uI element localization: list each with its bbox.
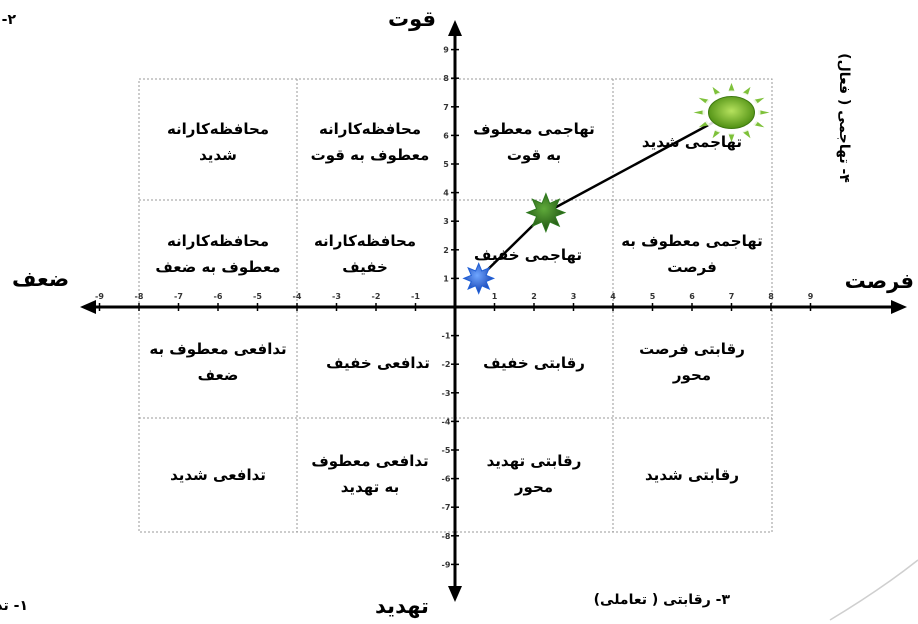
- y-tick-label: -9: [442, 560, 451, 569]
- y-tick-label: -8: [442, 532, 451, 541]
- tick-labels: -9 -8 -7 -6 -5 -4 -3 -2 -1 1 2 3 4 5 6 7 8 9 9 8 7 6 5 4 3 2 1 -1 -2…: [95, 46, 814, 570]
- cell-r1c1-line2: شدید: [199, 146, 237, 164]
- x-tick-label: -2: [372, 292, 381, 301]
- cell-r3c4-line1: رقابتی فرصت: [639, 340, 745, 358]
- cell-r4c1-line1: تدافعی شدید: [170, 466, 266, 484]
- cell-r4c3-line1: رقابتی تهدید: [487, 452, 582, 470]
- sun-ray: [758, 109, 770, 116]
- cell-r4c4-line1: رقابتی شدید: [645, 466, 739, 484]
- y-tick-label: 5: [443, 160, 449, 169]
- cell-r3c2-line1: تدافعی خفیف: [326, 354, 430, 372]
- corner-label-top-right: ۴- تهاجمی ( فعال): [836, 53, 852, 183]
- x-tick-label: 9: [808, 292, 814, 301]
- corner-label-top-left: ۲- محافظه کارانه (غیر فعال ): [0, 12, 16, 28]
- cell-r3c1-line2: ضعف: [198, 366, 239, 384]
- y-tick-label: 9: [443, 46, 449, 55]
- arrow-left-icon: [80, 300, 96, 314]
- cell-labels: محافظه‌کارانه شدید محافظه‌کارانه معطوف ب…: [149, 120, 762, 496]
- corner-label-bottom-right: ۳- رقابتی ( تعاملی): [594, 592, 731, 608]
- x-tick-label: -9: [95, 292, 104, 301]
- axis-label-bottom: تهدید: [375, 594, 429, 618]
- cell-r1c4-line1: تهاجمی شدید: [642, 133, 742, 151]
- y-tick-label: -3: [442, 389, 451, 398]
- cell-r1c3-line1: تهاجمی معطوف: [473, 120, 595, 138]
- y-tick-label: 8: [443, 74, 449, 83]
- axes: [92, 32, 895, 590]
- x-tick-label: 5: [650, 292, 656, 301]
- y-tick-label: 7: [443, 103, 449, 112]
- y-tick-label: -5: [442, 446, 451, 455]
- sun-ray: [728, 133, 735, 143]
- cell-r1c3-line2: به قوت: [507, 146, 561, 164]
- x-tick-label: 4: [610, 292, 616, 301]
- x-tick-label: 7: [729, 292, 735, 301]
- cell-r3c3-line1: رقابتی خفیف: [483, 354, 585, 372]
- x-tick-label: -5: [253, 292, 262, 301]
- cell-r2c1-line2: معطوف به ضعف: [155, 258, 280, 276]
- y-tick-label: -7: [442, 503, 451, 512]
- x-tick-label: -4: [293, 292, 302, 301]
- x-tick-label: -1: [411, 292, 420, 301]
- y-tick-label: 3: [443, 217, 449, 226]
- y-tick-label: 1: [443, 274, 449, 283]
- sun-marker-icon: [693, 82, 770, 143]
- cell-r3c4-line2: محور: [672, 366, 711, 384]
- y-tick-label: 6: [443, 131, 449, 140]
- arrow-right-icon: [891, 300, 907, 314]
- corner-label-bottom-left: ۱- تدافعی ( انفعالی): [0, 598, 28, 614]
- axis-label-right: فرصت: [845, 269, 914, 293]
- arrow-up-icon: [448, 20, 462, 36]
- x-tick-label: -6: [214, 292, 223, 301]
- y-tick-label: -6: [442, 475, 451, 484]
- sun-ray: [693, 109, 705, 116]
- markers: [462, 82, 770, 295]
- y-tick-label: 4: [443, 189, 449, 198]
- y-tick-label: -2: [442, 360, 451, 369]
- axis-label-top: قوت: [388, 7, 436, 31]
- x-tick-label: 3: [571, 292, 577, 301]
- x-tick-label: 1: [492, 292, 498, 301]
- x-tick-label: -3: [332, 292, 341, 301]
- y-tick-label: 2: [443, 246, 449, 255]
- y-tick-label: -4: [442, 417, 451, 426]
- x-tick-label: -7: [174, 292, 183, 301]
- page-corner-curl: [829, 559, 918, 621]
- axis-label-left: ضعف: [12, 267, 69, 291]
- cell-r4c2-line1: تدافعی معطوف: [311, 452, 428, 470]
- x-tick-label: 2: [531, 292, 537, 301]
- sun-body: [708, 96, 755, 130]
- cell-r2c2-line2: خفیف: [342, 258, 388, 276]
- x-tick-label: 8: [768, 292, 774, 301]
- x-tick-label: -8: [135, 292, 144, 301]
- cell-r1c2-line1: محافظه‌کارانه: [319, 120, 421, 138]
- cell-r1c2-line2: معطوف به قوت: [311, 146, 430, 164]
- cell-r4c3-line2: محور: [514, 478, 553, 496]
- cell-r4c2-line2: به تهدید: [341, 478, 399, 496]
- tick-marks: [98, 48, 812, 566]
- green-star-marker-icon: [525, 192, 567, 233]
- sun-ray: [728, 82, 735, 92]
- cell-r2c1-line1: محافظه‌کارانه: [167, 232, 269, 250]
- cell-r2c4-line1: تهاجمی معطوف به: [621, 232, 763, 250]
- cell-r2c2-line1: محافظه‌کارانه: [314, 232, 416, 250]
- trajectory-segment: [545, 111, 733, 214]
- blue-star-marker-icon: [462, 262, 496, 295]
- cell-r1c1-line1: محافظه‌کارانه: [167, 120, 269, 138]
- cell-r2c4-line2: فرصت: [667, 258, 717, 276]
- y-tick-label: -1: [442, 332, 451, 341]
- x-tick-label: 6: [689, 292, 695, 301]
- cell-r2c3-line1: تهاجمی خفیف: [474, 246, 582, 264]
- cell-r3c1-line1: تدافعی معطوف به: [149, 340, 286, 358]
- arrow-down-icon: [448, 586, 462, 602]
